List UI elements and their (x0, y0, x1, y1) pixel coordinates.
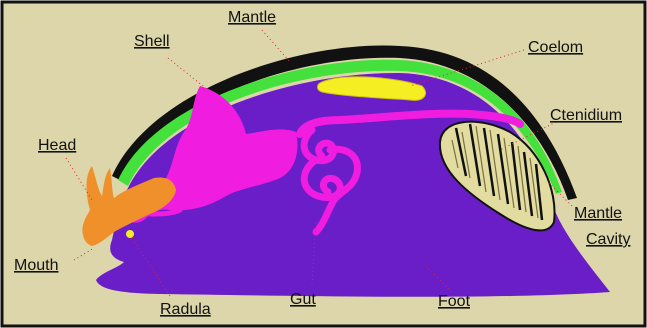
label-ctenidium: Ctenidium (550, 107, 622, 124)
label-shell: Shell (134, 33, 170, 50)
label-radula: Radula (160, 301, 211, 318)
label-mouth: Mouth (14, 257, 58, 274)
label-mantle: Mantle (228, 9, 276, 26)
label-foot: Foot (438, 293, 471, 310)
label-head: Head (38, 137, 76, 154)
label-mantle-cavity-line1: Mantle (574, 205, 622, 222)
label-gut: Gut (290, 291, 316, 308)
label-coelom: Coelom (528, 39, 583, 56)
radula-shape (126, 230, 134, 238)
label-mantle-cavity-line2: Cavity (586, 231, 630, 248)
